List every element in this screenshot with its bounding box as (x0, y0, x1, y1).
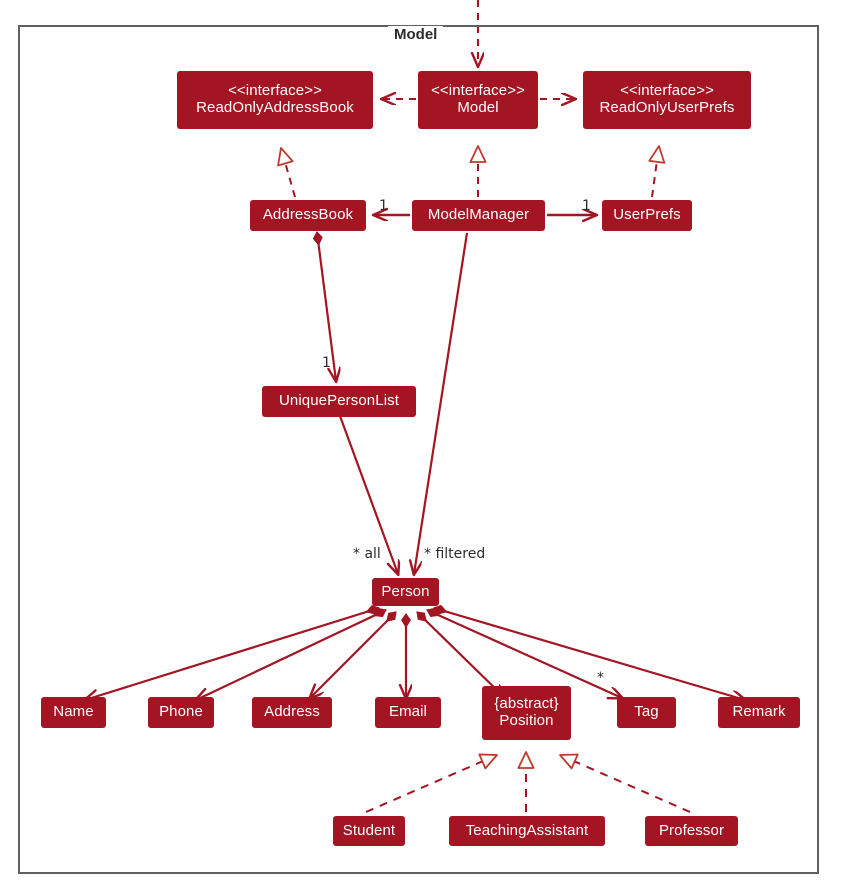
abstract-modifier-label: {abstract} (494, 695, 559, 713)
class-node-readonlyuserprefs[interactable]: <<interface>> ReadOnlyUserPrefs (583, 71, 751, 129)
class-name-label: ReadOnlyAddressBook (196, 99, 354, 116)
class-name-label: Student (342, 821, 396, 839)
label-filtered: * filtered (424, 546, 486, 562)
class-node-readonlyaddressbook[interactable]: <<interface>> ReadOnlyAddressBook (177, 71, 373, 129)
multiplicity-userprefs: 1 (582, 198, 591, 214)
class-node-position[interactable]: {abstract} Position (482, 686, 571, 740)
class-name-label: Professor (658, 821, 725, 839)
multiplicity-tag: * (597, 670, 604, 686)
class-node-addressbook[interactable]: AddressBook (250, 200, 366, 231)
class-name-label: Email (388, 703, 427, 721)
class-node-address[interactable]: Address (252, 697, 332, 728)
class-name-label: Person (381, 582, 430, 600)
multiplicity-uniquepersonlist: 1 (322, 355, 331, 371)
class-name-label: ReadOnlyUserPrefs (599, 99, 735, 116)
class-node-email[interactable]: Email (375, 697, 441, 728)
class-node-name[interactable]: Name (41, 697, 106, 728)
class-node-phone[interactable]: Phone (148, 697, 214, 728)
stereotype-label: <<interface>> (620, 82, 714, 100)
class-node-remark[interactable]: Remark (718, 697, 800, 728)
package-title: Model (388, 26, 444, 43)
class-name-label: AddressBook (262, 206, 354, 224)
multiplicity-addressbook: 1 (379, 198, 388, 214)
class-node-userprefs[interactable]: UserPrefs (602, 200, 692, 231)
class-name-label: TeachingAssistant (465, 821, 589, 839)
class-name-label: Phone (159, 703, 203, 721)
label-all: * all (353, 546, 381, 562)
class-node-uniquepersonlist[interactable]: UniquePersonList (262, 386, 416, 417)
class-name-label: ModelManager (427, 206, 530, 224)
class-name-label: Address (264, 703, 320, 721)
class-name-label: Position (499, 712, 554, 729)
class-node-teachingassistant[interactable]: TeachingAssistant (449, 816, 605, 846)
stereotype-label: <<interface>> (431, 82, 525, 100)
class-node-student[interactable]: Student (333, 816, 405, 846)
class-name-label: UserPrefs (613, 206, 681, 224)
class-node-tag[interactable]: Tag (617, 697, 676, 728)
class-node-model-interface[interactable]: <<interface>> Model (418, 71, 538, 129)
class-node-person[interactable]: Person (372, 578, 439, 606)
model-package-frame (18, 25, 819, 874)
class-name-label: Name (53, 703, 94, 721)
class-name-label: Model (457, 99, 499, 116)
class-name-label: UniquePersonList (278, 392, 399, 410)
stereotype-label: <<interface>> (228, 82, 322, 100)
class-name-label: Remark (732, 703, 786, 721)
class-name-label: Tag (634, 703, 659, 721)
class-node-professor[interactable]: Professor (645, 816, 738, 846)
class-node-modelmanager[interactable]: ModelManager (412, 200, 545, 231)
